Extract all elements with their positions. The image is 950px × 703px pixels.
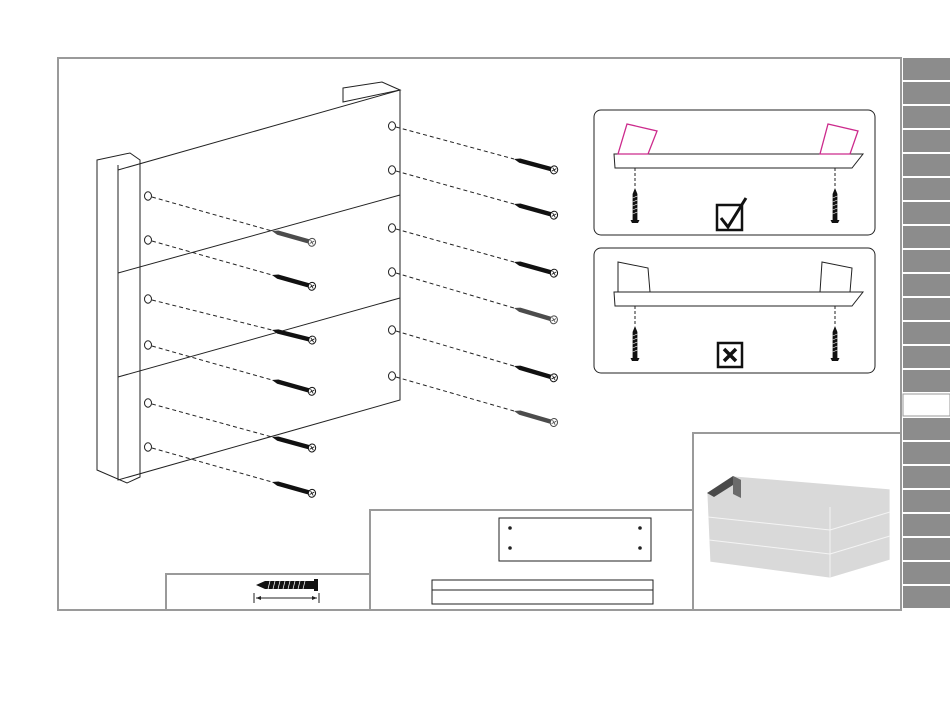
screw-guide <box>152 197 272 231</box>
section-tab <box>903 418 950 440</box>
section-tab <box>903 58 950 80</box>
screw-guide <box>396 331 514 366</box>
screw-icon <box>513 362 559 382</box>
screw-hole <box>508 526 512 530</box>
screw-guide <box>396 377 514 411</box>
screw-icon <box>513 200 559 220</box>
screw-icon <box>631 326 640 361</box>
section-tab <box>903 322 950 344</box>
screw-guide <box>396 171 514 204</box>
screw-icon <box>513 407 559 427</box>
screw-guide <box>152 300 272 330</box>
board-section <box>614 154 863 168</box>
screw-icon <box>513 304 559 324</box>
end-piece-angled-left <box>618 124 657 154</box>
screw-guide <box>152 241 272 275</box>
incorrect-method-callout <box>594 248 875 373</box>
section-tab <box>903 586 950 608</box>
section-tab <box>903 106 950 128</box>
section-tab <box>903 226 950 248</box>
finished-preview-panel <box>693 433 901 610</box>
length-dimension <box>254 593 319 603</box>
screw-icon <box>631 188 640 223</box>
parts-panel <box>370 510 693 610</box>
screw-icon <box>513 258 559 278</box>
board-seam-1 <box>118 195 400 273</box>
screw-hole <box>145 341 152 349</box>
screw-icon <box>513 155 559 175</box>
section-tab <box>903 394 950 416</box>
section-tab <box>903 538 950 560</box>
section-tab <box>903 370 950 392</box>
section-tab <box>903 178 950 200</box>
checkmark-box-icon <box>717 198 746 230</box>
screw-icon <box>256 579 318 591</box>
end-piece-straight-left <box>618 262 650 292</box>
hardware-frame <box>166 574 370 610</box>
correct-method-callout <box>594 110 875 235</box>
screw-hole <box>638 546 642 550</box>
front-board <box>118 90 400 480</box>
screw-hole <box>145 192 152 200</box>
parts-frame <box>370 510 693 610</box>
board-seam-2 <box>118 298 400 377</box>
section-tab <box>903 82 950 104</box>
main-assembly-panel <box>97 82 559 498</box>
screw-hole <box>389 326 396 334</box>
board-part-edge <box>432 580 653 604</box>
screw-hole <box>638 526 642 530</box>
board-section <box>614 292 863 306</box>
section-tab <box>903 466 950 488</box>
screw-icon <box>831 188 840 223</box>
screw-icon <box>271 376 317 396</box>
screw-guide <box>152 404 272 437</box>
screw-guide <box>396 229 514 262</box>
screw-icon <box>271 478 317 498</box>
section-tab <box>903 490 950 512</box>
screw-icon <box>271 227 317 247</box>
end-piece-straight-right <box>820 262 852 292</box>
section-tab <box>903 274 950 296</box>
screw-hole <box>145 443 152 451</box>
section-tab <box>903 202 950 224</box>
section-tab <box>903 346 950 368</box>
screw-hole <box>145 295 152 303</box>
screw-guide <box>396 273 514 308</box>
section-tab <box>903 514 950 536</box>
screw-icon <box>271 271 317 291</box>
screw-hole <box>389 122 396 130</box>
screw-hole <box>389 224 396 232</box>
screw-hole <box>145 236 152 244</box>
screw-icon <box>271 326 317 345</box>
section-tab <box>903 562 950 584</box>
screw-guide <box>396 127 514 159</box>
screw-hole <box>389 268 396 276</box>
board-part <box>499 518 651 561</box>
section-tabs <box>903 58 950 608</box>
screw-hole <box>145 399 152 407</box>
end-piece-angled-right <box>820 124 858 154</box>
screw-group <box>145 122 559 498</box>
section-tab <box>903 130 950 152</box>
section-tab <box>903 154 950 176</box>
section-tab <box>903 298 950 320</box>
screw-icon <box>831 326 840 361</box>
screw-hole <box>508 546 512 550</box>
section-tab <box>903 250 950 272</box>
hardware-panel <box>166 574 370 610</box>
section-tab <box>903 442 950 464</box>
screw-hole <box>389 372 396 380</box>
cross-box-icon <box>718 343 742 367</box>
screw-hole <box>389 166 396 174</box>
screw-icon <box>271 433 317 453</box>
